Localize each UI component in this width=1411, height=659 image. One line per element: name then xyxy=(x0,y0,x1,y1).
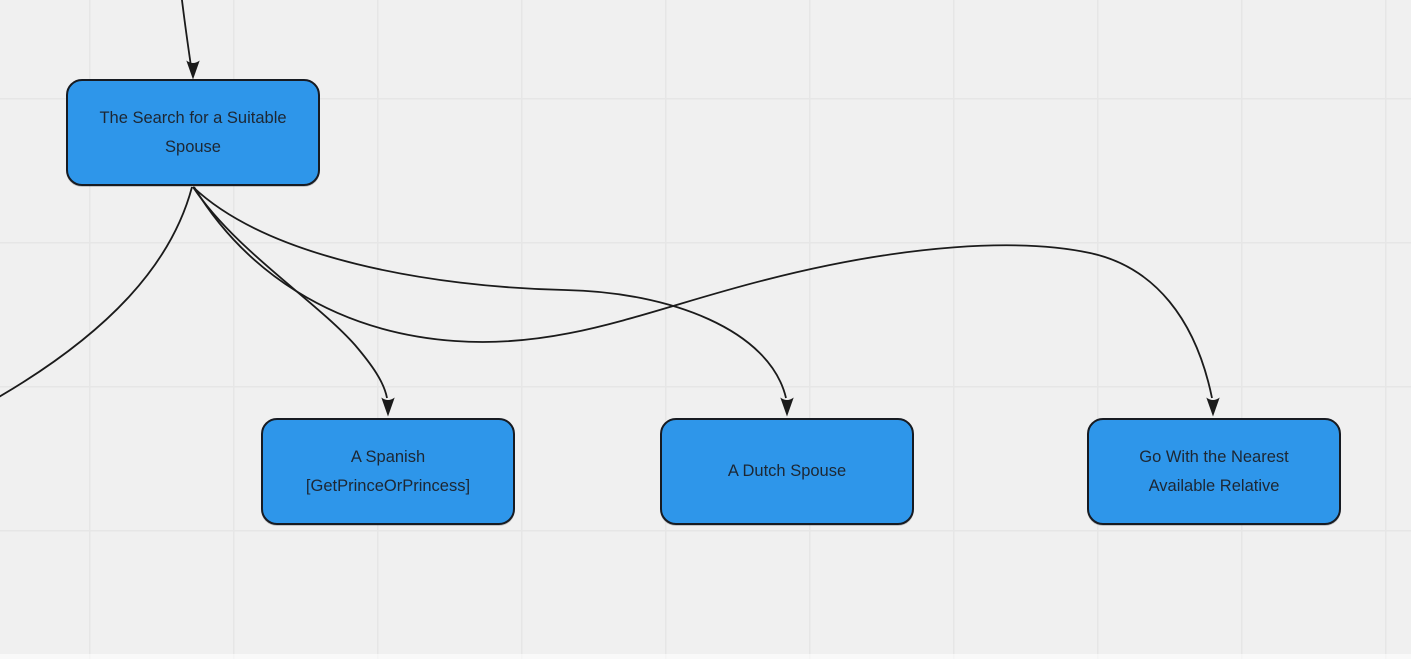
node-label-search: The Search for a Suitable Spouse xyxy=(99,108,287,156)
arrowhead-into-search xyxy=(186,60,200,80)
edge-search-to-offscreen-left xyxy=(0,186,193,398)
node-label-spanish: A Spanish [GetPrinceOrPrincess] xyxy=(305,447,471,495)
node-label-dutch: A Dutch Spouse xyxy=(727,462,847,480)
edge-into-search xyxy=(181,0,193,71)
node-nearest-available-relative[interactable]: Go With the Nearest Available Relative xyxy=(1087,418,1341,525)
node-dutch-spouse[interactable]: A Dutch Spouse xyxy=(660,418,914,525)
node-spanish-get-prince-or-princess[interactable]: A Spanish [GetPrinceOrPrincess] xyxy=(261,418,515,525)
edge-search-to-relative xyxy=(193,186,1213,399)
canvas-bottom-edge xyxy=(0,654,1411,659)
node-search-for-suitable-spouse[interactable]: The Search for a Suitable Spouse xyxy=(66,79,320,186)
edge-search-to-spanish xyxy=(192,186,388,399)
edge-search-to-dutch xyxy=(192,186,787,399)
arrowhead-dutch xyxy=(780,397,794,417)
arrowhead-relative xyxy=(1206,397,1220,417)
arrowhead-spanish xyxy=(381,397,395,417)
node-label-relative: Go With the Nearest Available Relative xyxy=(1139,447,1289,495)
